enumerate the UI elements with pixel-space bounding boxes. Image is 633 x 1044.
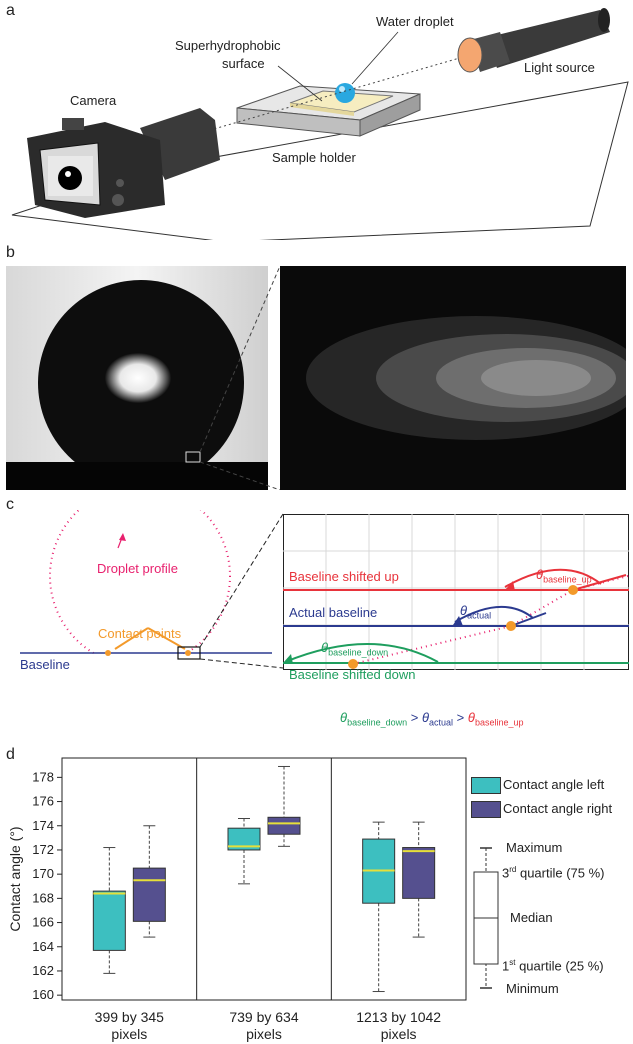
- label-camera: Camera: [70, 93, 117, 108]
- contact-point-up: [568, 585, 578, 595]
- label-contact-points: Contact points: [98, 626, 182, 641]
- x-category-label: pixels: [111, 1026, 147, 1042]
- theta-up-label: θbaseline_up: [536, 567, 592, 585]
- panel-c-letter: c: [6, 496, 14, 513]
- light-source: [457, 8, 610, 73]
- callout-lines: [277, 31, 399, 102]
- panel-a-letter: a: [6, 2, 15, 19]
- optical-path: [199, 54, 471, 134]
- y-tick-label: 162: [32, 963, 54, 978]
- y-tick-label: 176: [32, 794, 54, 809]
- legend-label-left: Contact angle left: [503, 777, 605, 792]
- label-baseline-shifted-up: Baseline shifted up: [289, 569, 399, 584]
- label-water-droplet: Water droplet: [376, 14, 454, 29]
- box-right: [132, 867, 166, 922]
- zoomed-pixel-image: [280, 266, 626, 490]
- box-right: [267, 816, 301, 835]
- panel-b-letter: b: [6, 244, 15, 261]
- y-tick-label: 174: [32, 818, 54, 833]
- y-tick-label: 172: [32, 842, 54, 857]
- inequality-text: θbaseline_down > θactual > θbaseline_up: [340, 710, 524, 728]
- legend-box-key: [473, 847, 499, 989]
- box-left: [92, 890, 126, 951]
- legend-swatch-right: [471, 801, 501, 818]
- y-tick-label: 178: [32, 769, 54, 784]
- plot-frame: [61, 757, 467, 1001]
- legend-swatch-left: [471, 777, 501, 794]
- label-actual-baseline: Actual baseline: [289, 605, 378, 620]
- contact-point-down: [348, 659, 358, 669]
- x-category-label: pixels: [381, 1026, 417, 1042]
- droplet-profile-circle: [49, 510, 231, 667]
- label-droplet-profile: Droplet profile: [97, 561, 178, 576]
- box-left: [227, 827, 261, 851]
- droplet-photo-panel: [6, 266, 626, 490]
- contact-point-actual: [506, 621, 516, 631]
- legend-minimum: Minimum: [506, 981, 559, 996]
- x-category-label: pixels: [246, 1026, 282, 1042]
- panel-d-letter: d: [6, 746, 15, 763]
- legend-label-right: Contact angle right: [503, 801, 613, 816]
- y-tick-label: 166: [32, 915, 54, 930]
- theta-actual-arc: [454, 606, 534, 623]
- zoom-box: [177, 646, 201, 660]
- box-right: [402, 847, 436, 899]
- y-tick-label: 164: [32, 939, 54, 954]
- baseline-diagram: [0, 510, 285, 670]
- contact-point-left: [105, 650, 111, 656]
- y-axis-label: Contact angle (°): [7, 826, 23, 931]
- theta-down-arc: [284, 643, 439, 663]
- legend-median: Median: [510, 910, 553, 925]
- y-tick-label: 168: [32, 890, 54, 905]
- label-baseline: Baseline: [20, 657, 70, 672]
- contact-point-right: [185, 650, 191, 656]
- label-baseline-shifted-down: Baseline shifted down: [289, 667, 416, 682]
- label-surface: surface: [222, 56, 265, 71]
- zoom-marker: [185, 451, 201, 463]
- legend-maximum: Maximum: [506, 840, 563, 855]
- camera: [27, 108, 220, 218]
- label-superhydrophobic: Superhydrophobic: [175, 38, 281, 53]
- x-category-label: 1213 by 1042: [356, 1009, 441, 1025]
- theta-up-arc: [504, 568, 602, 588]
- zoomed-baseline-grid: [283, 514, 629, 670]
- theta-down-label: θbaseline_down: [321, 640, 389, 658]
- x-category-label: 739 by 634: [229, 1009, 298, 1025]
- theta-actual-label: θactual: [460, 603, 492, 621]
- legend-q1: 1st quartile (25 %): [502, 958, 604, 974]
- label-light-source: Light source: [524, 60, 595, 75]
- label-sample-holder: Sample holder: [272, 150, 356, 165]
- y-tick-label: 170: [32, 866, 54, 881]
- legend-q3: 3rd quartile (75 %): [502, 865, 605, 881]
- x-category-label: 399 by 345: [95, 1009, 164, 1025]
- y-tick-label: 160: [32, 987, 54, 1002]
- setup-illustration: [11, 8, 629, 240]
